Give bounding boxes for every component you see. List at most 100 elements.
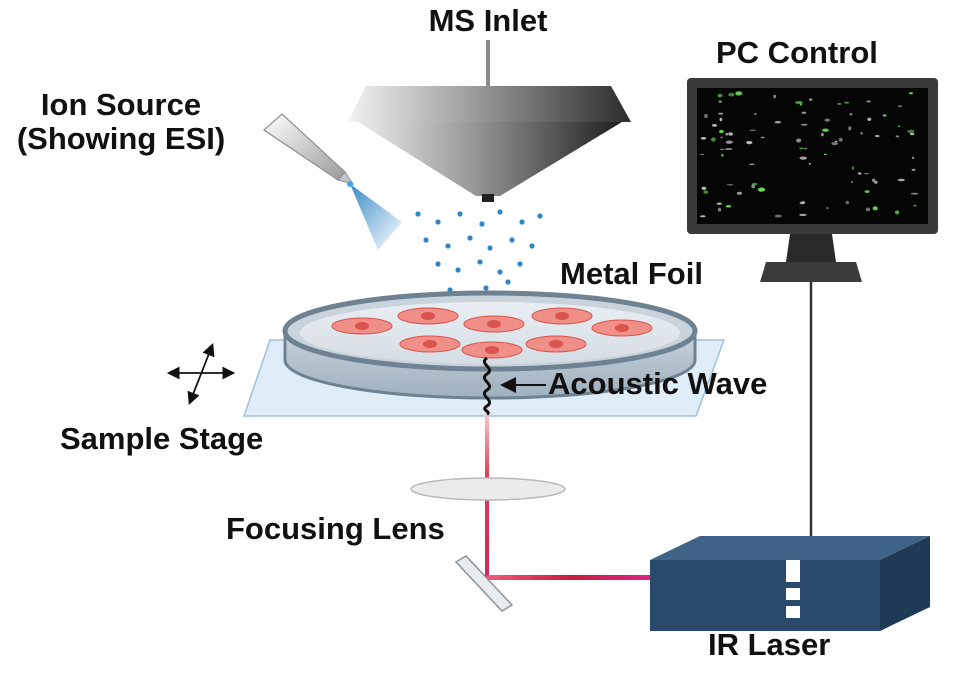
cell-nucleus xyxy=(423,340,437,348)
mirror-icon xyxy=(454,555,514,612)
fluorescent-cell xyxy=(725,140,733,144)
fluorescent-cell xyxy=(838,137,843,142)
fluorescence-image xyxy=(699,91,919,218)
fluorescent-cell xyxy=(700,137,707,140)
esi-needle-icon xyxy=(263,113,402,250)
ms-cone-icon xyxy=(348,40,631,202)
cell-nucleus xyxy=(485,346,499,354)
ms-cone-body xyxy=(358,122,622,196)
droplet xyxy=(517,261,523,267)
fluorescent-cell xyxy=(907,129,915,133)
petri-dish-icon xyxy=(282,290,698,400)
fluorescent-cell xyxy=(897,178,905,182)
droplet xyxy=(435,219,441,225)
droplet xyxy=(477,259,483,265)
fluorescent-cell xyxy=(909,132,915,136)
fluorescent-cell xyxy=(808,98,813,101)
fluorescent-cell xyxy=(802,200,805,204)
fluorescent-cell xyxy=(848,126,852,131)
fluorescent-cell xyxy=(736,191,743,195)
cell-nucleus xyxy=(487,320,501,328)
ir-laser-label: IR Laser xyxy=(708,627,831,662)
fluorescent-cell xyxy=(844,101,850,104)
fluorescent-cell xyxy=(826,207,829,210)
esi-spray xyxy=(350,184,402,250)
fluorescent-cell xyxy=(845,200,849,205)
fluorescent-cell xyxy=(865,207,871,212)
fluorescent-cell xyxy=(721,153,724,157)
fluorescent-cell xyxy=(882,114,887,117)
droplet xyxy=(497,269,503,275)
fluorescent-cell xyxy=(799,213,807,217)
ms-cone-top xyxy=(348,86,631,122)
xy-arrows-icon xyxy=(166,343,236,405)
acoustic-wave-icon xyxy=(482,356,492,416)
fluorescent-cell xyxy=(820,132,824,137)
ion-source-label: Ion Source (Showing ESI) xyxy=(2,87,240,156)
fluorescent-cell xyxy=(717,93,723,98)
fluorescent-cell xyxy=(863,173,870,175)
focusing-lens-label: Focusing Lens xyxy=(226,511,445,546)
fluorescent-cell xyxy=(757,187,766,192)
droplet xyxy=(479,221,485,227)
fluorescent-cell xyxy=(800,103,803,106)
fluorescent-cell xyxy=(724,148,733,150)
fluorescent-cell xyxy=(704,113,708,119)
fluorescent-cell xyxy=(749,129,757,132)
fluorescent-cell xyxy=(799,147,803,150)
fluorescent-cell xyxy=(760,136,765,139)
fluorescent-cell xyxy=(719,117,723,122)
lens-icon xyxy=(410,477,566,501)
fluorescent-cell xyxy=(875,135,880,137)
droplet xyxy=(537,213,543,219)
laser-beam-horizontal xyxy=(487,575,653,580)
fluorescent-cell xyxy=(754,113,757,115)
fluorescent-cell xyxy=(849,112,853,116)
fluorescent-cell xyxy=(895,135,900,138)
fluorescent-cell xyxy=(774,120,782,124)
fluorescent-cell xyxy=(913,204,917,207)
fluorescent-cell xyxy=(751,182,758,186)
fluorescent-cell xyxy=(895,210,900,215)
fluorescent-cell xyxy=(719,129,724,134)
fluorescent-cell xyxy=(851,181,853,184)
laser-box-icon xyxy=(650,536,930,631)
ms-cone-tip xyxy=(482,194,494,202)
droplet xyxy=(445,243,451,249)
droplet xyxy=(529,243,535,249)
fluorescent-cell xyxy=(751,184,756,189)
fluorescent-cell xyxy=(699,215,706,218)
fluorescent-cell xyxy=(823,153,827,156)
fluorescent-cell xyxy=(860,132,863,135)
fluorescent-cell xyxy=(703,190,708,194)
fluorescent-cell xyxy=(872,178,876,182)
droplet xyxy=(519,219,525,225)
droplet xyxy=(455,267,461,273)
pc-control-label: PC Control xyxy=(716,35,878,70)
fluorescent-cell xyxy=(725,133,729,136)
fluorescent-cell xyxy=(796,138,802,143)
fluorescent-cell xyxy=(735,91,743,96)
fluorescent-cell xyxy=(799,156,807,160)
fluorescent-cell xyxy=(898,125,901,128)
acoustic-wave-label: Acoustic Wave xyxy=(548,366,768,401)
fluorescent-cell xyxy=(909,92,913,95)
fluorescent-cell xyxy=(718,100,722,103)
droplet xyxy=(487,245,493,251)
fluorescent-cell xyxy=(718,112,724,115)
fluorescent-cell xyxy=(711,137,716,142)
monitor-icon xyxy=(687,78,938,282)
fluorescent-cell xyxy=(728,132,734,136)
cell-nucleus xyxy=(555,312,569,320)
fluorescent-cell xyxy=(773,94,776,99)
droplet xyxy=(509,237,515,243)
fluorescent-cell xyxy=(910,192,919,195)
fluorescent-cell xyxy=(872,206,878,211)
droplet xyxy=(457,211,463,217)
fluorescent-cell xyxy=(801,123,808,126)
fluorescent-cell xyxy=(911,168,916,171)
fluorescent-cell xyxy=(834,140,838,143)
droplet xyxy=(497,209,503,215)
fluorescent-cell xyxy=(699,153,705,155)
